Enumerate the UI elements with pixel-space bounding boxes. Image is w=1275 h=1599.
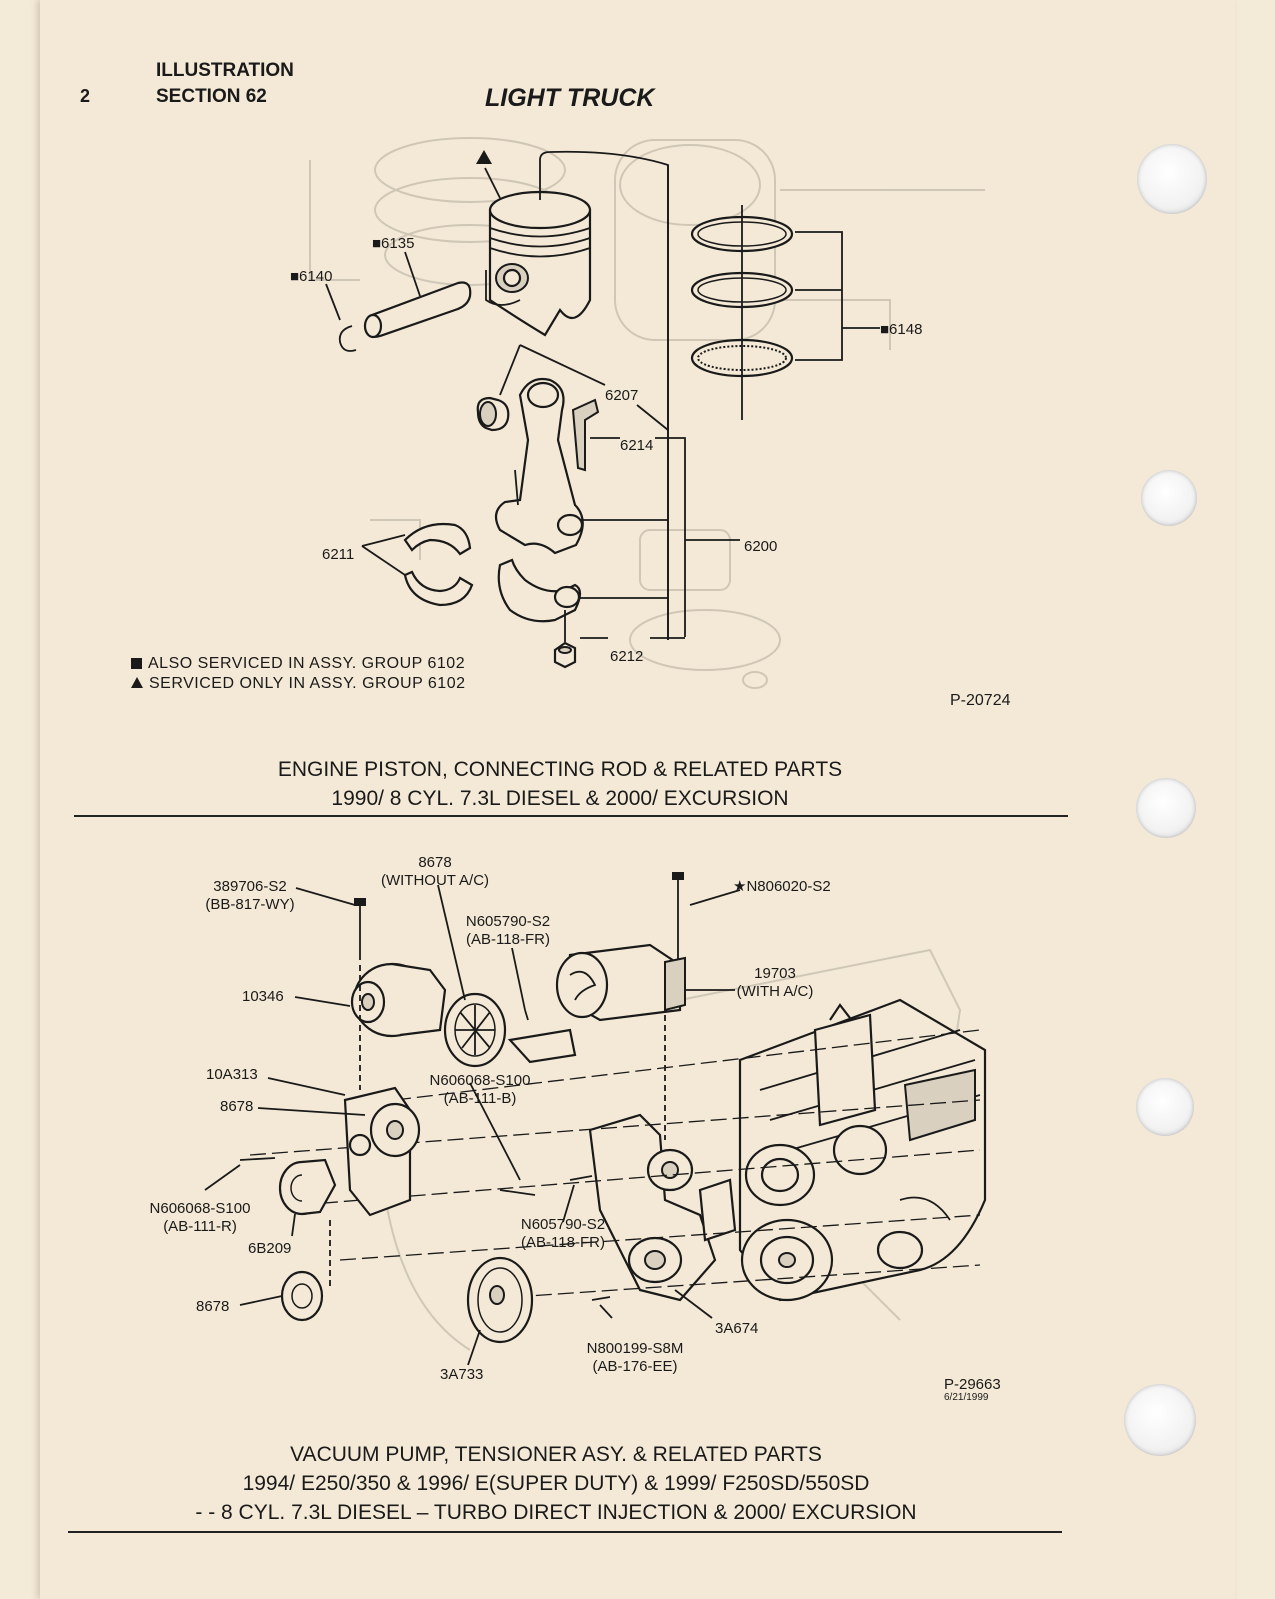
label-6214: 6214 (620, 437, 654, 454)
legend-item-square: ALSO SERVICED IN ASSY. GROUP 6102 (131, 654, 466, 674)
connecting-rod (494, 377, 600, 555)
label-n605790-s2-low: N605790-S2 (AB-118-FR) (520, 1216, 606, 1251)
triangle-marker-icon (476, 150, 492, 164)
binder-hole-5 (1124, 1384, 1196, 1456)
engine-block (738, 998, 987, 1302)
label-6135: ■6135 (372, 235, 415, 252)
tensioner (278, 1158, 337, 1216)
figure2-caption: VACUUM PUMP, TENSIONER ASY. & RELATED PA… (195, 1443, 917, 1524)
label-6140: ■6140 (290, 268, 333, 285)
tensioner-bracket (343, 1086, 421, 1217)
label-10a313: 10A313 (206, 1066, 258, 1083)
label-6212: 6212 (610, 648, 644, 665)
section-label-line1: ILLUSTRATION (156, 60, 294, 81)
alternator (350, 962, 447, 1038)
binder-hole-2 (1141, 470, 1197, 526)
section-label-line2: SECTION 62 (156, 86, 267, 107)
rod-bearings (403, 522, 474, 607)
label-389706-s2: 389706-S2 (BB-817-WY) (205, 878, 295, 913)
piston-pin (363, 281, 472, 339)
binder-hole-1 (1137, 144, 1207, 214)
vacuum-pump-pulley (466, 1256, 534, 1344)
ac-compressor (555, 943, 686, 1022)
rod-nut (553, 641, 577, 669)
label-n606068-s100-left: N606068-S100 (AB-111-R) (149, 1200, 251, 1235)
binder-hole-4 (1136, 1078, 1194, 1136)
rod-bushing (476, 396, 510, 432)
piston-diagram (309, 137, 985, 689)
label-n606068-s100-mid: N606068-S100 (AB-111-B) (429, 1072, 531, 1107)
square-marker-icon (131, 658, 142, 669)
label-n806020-s2: ★N806020-S2 (733, 878, 831, 895)
idler-pulley-top (443, 992, 577, 1068)
legend: ALSO SERVICED IN ASSY. GROUP 6102 SERVIC… (131, 654, 466, 694)
label-6211: 6211 (322, 546, 355, 563)
retainer-clip (338, 325, 357, 352)
piston (485, 190, 592, 337)
legend-item-triangle: SERVICED ONLY IN ASSY. GROUP 6102 (131, 674, 466, 694)
catalog-page (40, 0, 1235, 1599)
figure1-caption: ENGINE PISTON, CONNECTING ROD & RELATED … (277, 758, 843, 810)
label-n800199-s8m: N800199-S8M (AB-176-EE) (586, 1340, 684, 1375)
label-n605790-s2-top: N605790-S2 (AB-118-FR) (465, 913, 551, 948)
binder-hole-3 (1136, 778, 1196, 838)
label-6207: 6207 (605, 387, 639, 404)
label-6b209: 6B209 (248, 1240, 292, 1257)
label-10346: 10346 (242, 988, 284, 1005)
label-19703-with-ac: 19703 (WITH A/C) (736, 965, 814, 1000)
label-8678-without-ac: 8678 (WITHOUT A/C) (380, 854, 490, 889)
pump-bracket (588, 1113, 737, 1302)
label-3a733: 3A733 (440, 1366, 484, 1383)
figure1-divider (74, 815, 1068, 817)
label-6148: ■6148 (880, 321, 923, 338)
page-number: 2 (80, 86, 91, 106)
idler-pulley-low (280, 1270, 324, 1322)
label-3a674: 3A674 (715, 1320, 759, 1337)
label-8678-mid: 8678 (220, 1098, 254, 1115)
rod-cap (497, 558, 582, 623)
figure2-divider (68, 1531, 1062, 1533)
triangle-marker-icon (131, 677, 143, 688)
figure2-ref: P-29663 6/21/1999 (944, 1376, 1001, 1403)
label-6200: 6200 (744, 538, 778, 555)
label-8678-low: 8678 (196, 1298, 230, 1315)
bleed-through-ghost (309, 137, 985, 689)
page-title: LIGHT TRUCK (485, 84, 655, 112)
figure1-ref: P-20724 (950, 692, 1011, 709)
piston-rings (690, 205, 794, 420)
